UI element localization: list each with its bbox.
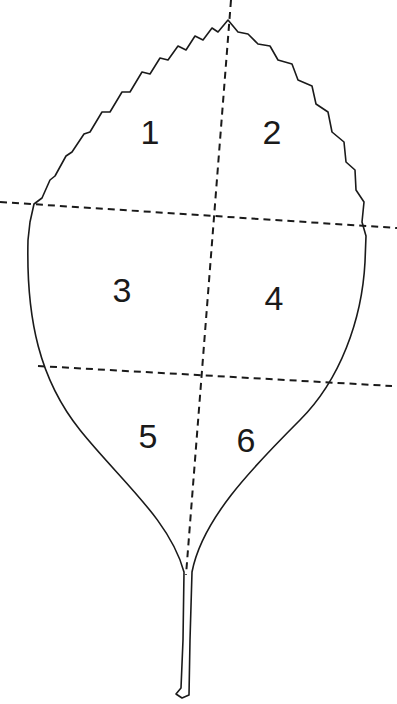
region-number: 4 <box>265 281 284 315</box>
division-lines <box>0 0 397 575</box>
region-number: 5 <box>139 419 158 453</box>
region-number: 6 <box>237 423 256 457</box>
leaf-outline <box>28 20 366 698</box>
upper-dashed-line <box>0 202 397 228</box>
region-number: 3 <box>113 273 132 307</box>
region-number: 1 <box>141 115 160 149</box>
lower-dashed-line <box>38 366 392 386</box>
region-number: 2 <box>263 115 282 149</box>
midrib-dashed-line <box>186 0 231 575</box>
